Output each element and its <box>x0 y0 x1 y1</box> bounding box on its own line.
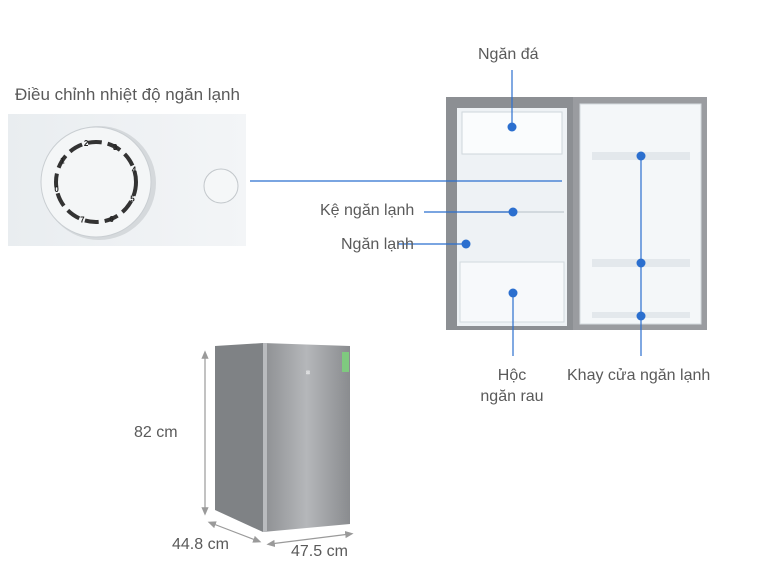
shelf-label: Kệ ngăn lạnh <box>320 202 415 219</box>
dial-number: 7 <box>80 216 85 225</box>
crisper-label-line1: Hộc <box>497 367 527 384</box>
temperature-dial <box>54 140 138 224</box>
freezer-dot <box>507 122 517 132</box>
shelf-dot <box>508 207 518 217</box>
callout-lines <box>250 70 642 356</box>
dial-number: 0 <box>54 185 59 194</box>
height-label: 82 cm <box>134 424 178 441</box>
width-arrow <box>266 531 354 547</box>
door-tray-dot-1 <box>636 151 646 161</box>
control-title: Điều chỉnh nhiệt độ ngăn lạnh <box>15 85 240 104</box>
closed-fridge-image: ⊠ <box>215 343 350 532</box>
door-tray-dot-3 <box>636 311 646 321</box>
light-button <box>203 168 239 204</box>
dial-number: 5 <box>130 194 135 203</box>
dial-number: 1 <box>60 156 65 165</box>
svg-text:⊠: ⊠ <box>306 370 310 376</box>
dial-number: 4 <box>132 165 137 174</box>
fridge-label: Ngăn lạnh <box>341 236 414 253</box>
dial-number: 2 <box>84 139 89 148</box>
freezer-label: Ngăn đá <box>478 46 539 63</box>
width-label: 47.5 cm <box>291 543 348 560</box>
dial-number: 3 <box>113 143 118 152</box>
control-panel-image <box>8 114 246 246</box>
door-tray-dot-2 <box>636 258 646 268</box>
door-tray-label: Khay cửa ngăn lạnh <box>567 367 711 384</box>
depth-label: 44.8 cm <box>172 536 229 553</box>
open-fridge-image <box>446 97 707 330</box>
fridge-dot <box>461 239 471 249</box>
dial-number: 6 <box>109 215 114 224</box>
depth-arrow <box>207 521 262 543</box>
crisper-label-line2: ngăn rau <box>480 388 544 405</box>
dimension-arrows <box>201 350 354 547</box>
crisper-dot <box>508 288 518 298</box>
